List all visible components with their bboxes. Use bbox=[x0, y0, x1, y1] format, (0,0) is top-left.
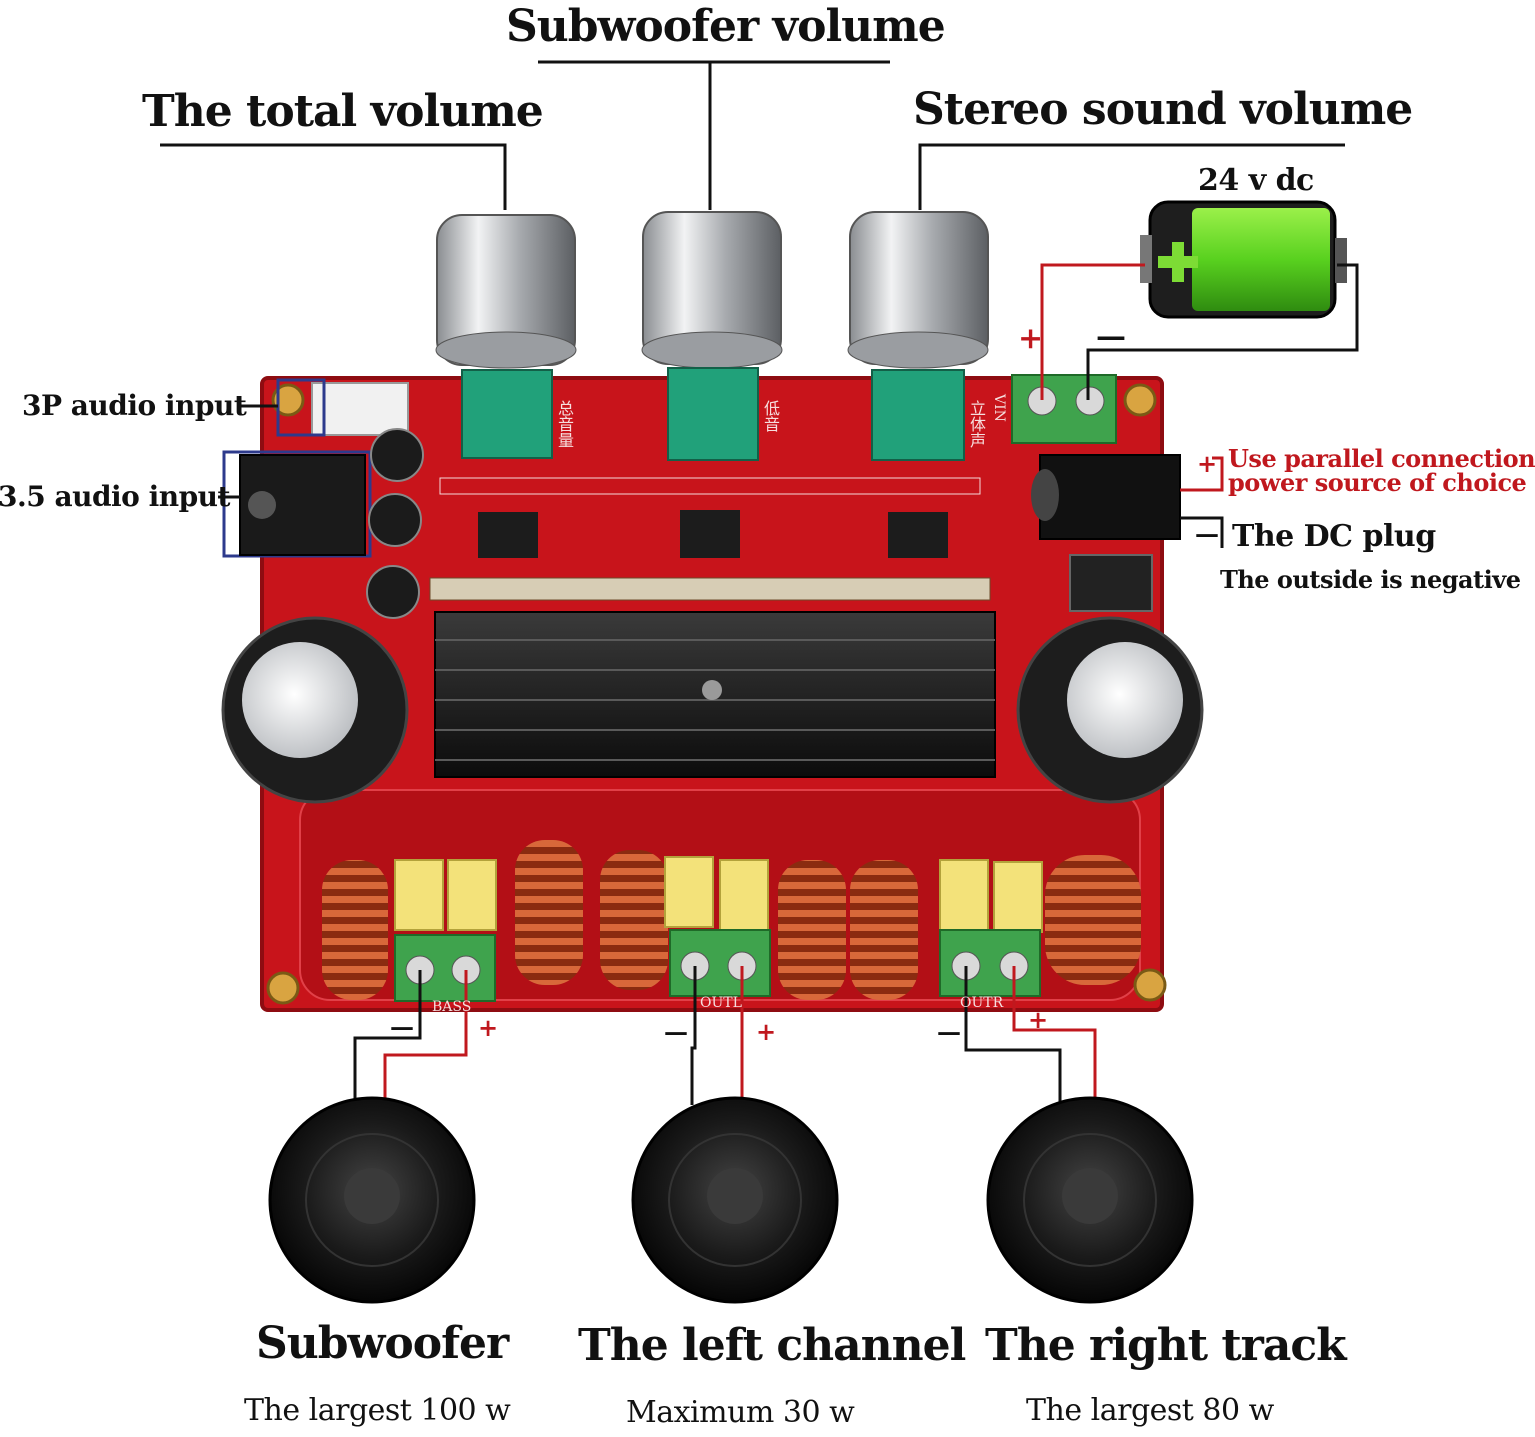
label-total-volume: The total volume bbox=[142, 86, 544, 137]
label-parallel-line2: power source of choice bbox=[1228, 468, 1527, 497]
terminal-outl bbox=[669, 929, 771, 997]
label-power-plus: + bbox=[1018, 321, 1043, 356]
large-capacitors bbox=[221, 616, 1204, 804]
inductors bbox=[322, 840, 1141, 1000]
input-connectors bbox=[222, 378, 409, 558]
battery bbox=[1140, 200, 1347, 319]
terminal-outl-minus: — bbox=[664, 1017, 688, 1046]
input-leaders bbox=[218, 404, 278, 499]
knob-total-volume bbox=[435, 214, 577, 459]
ic-chips bbox=[478, 510, 948, 558]
terminal-outl-plus: + bbox=[756, 1017, 776, 1046]
board-mark-bass: BASS bbox=[432, 999, 472, 1015]
diagram-canvas bbox=[160, 60, 1359, 1304]
speaker-left-subtitle: Maximum 30 w bbox=[626, 1395, 855, 1430]
board-mark-pot2: 低音 bbox=[761, 400, 780, 432]
label-parallel-line1: Use parallel connection bbox=[1228, 444, 1535, 473]
terminal-bass-plus: + bbox=[478, 1013, 498, 1042]
label-parallel-plus: + bbox=[1197, 449, 1217, 478]
speaker-wires bbox=[353, 966, 1097, 1105]
label-voltage: 24 v dc bbox=[1198, 163, 1314, 198]
terminal-outr-plus: + bbox=[1028, 1005, 1048, 1034]
board-mark-outl: OUTL bbox=[700, 995, 742, 1011]
knob-subwoofer-volume bbox=[641, 211, 783, 461]
terminal-outr-minus: — bbox=[937, 1017, 961, 1046]
label-power-minus: — bbox=[1096, 319, 1126, 354]
speaker-subwoofer-title: Subwoofer bbox=[256, 1318, 509, 1369]
terminal-bass-minus: — bbox=[390, 1012, 414, 1041]
speaker-left-title: The left channel bbox=[578, 1320, 966, 1371]
film-capacitors bbox=[394, 856, 1043, 933]
board-mark-outr: OUTR bbox=[960, 995, 1004, 1011]
speaker-right-title: The right track bbox=[985, 1320, 1347, 1371]
label-stereo-volume: Stereo sound volume bbox=[913, 84, 1413, 135]
corner-screws bbox=[266, 383, 1167, 1005]
power-input bbox=[1011, 374, 1181, 612]
small-capacitors bbox=[366, 428, 424, 619]
label-jack-audio-input: 3.5 audio input bbox=[0, 480, 230, 513]
label-dc-plug: The DC plug bbox=[1232, 519, 1436, 554]
label-subwoofer-volume: Subwoofer volume bbox=[506, 1, 946, 52]
top-leader-lines bbox=[160, 60, 1345, 210]
speaker-subwoofer-subtitle: The largest 100 w bbox=[244, 1393, 511, 1428]
volume-knobs bbox=[435, 211, 989, 461]
speaker-right-subtitle: The largest 80 w bbox=[1026, 1393, 1274, 1428]
power-wires bbox=[1040, 263, 1359, 548]
speaker-subwoofer bbox=[268, 1096, 476, 1304]
terminal-outr bbox=[939, 929, 1041, 997]
board-mark-pot1: 总音量 bbox=[555, 400, 574, 448]
speakers bbox=[268, 1096, 1194, 1304]
label-dc-minus: — bbox=[1195, 519, 1219, 548]
terminal-bass bbox=[394, 934, 496, 1002]
knob-stereo-volume bbox=[847, 211, 989, 461]
speaker-right bbox=[986, 1096, 1194, 1304]
board-mark-pot3: 立体声 bbox=[967, 400, 986, 448]
smd-components bbox=[429, 477, 991, 601]
heatsink bbox=[434, 611, 996, 778]
label-dc-note: The outside is negative bbox=[1220, 565, 1521, 594]
label-3p-audio-input: 3P audio input bbox=[22, 389, 247, 422]
speaker-terminals bbox=[394, 929, 1041, 1002]
board-mark-vin: VIN bbox=[991, 394, 1007, 422]
speaker-left bbox=[631, 1096, 839, 1304]
